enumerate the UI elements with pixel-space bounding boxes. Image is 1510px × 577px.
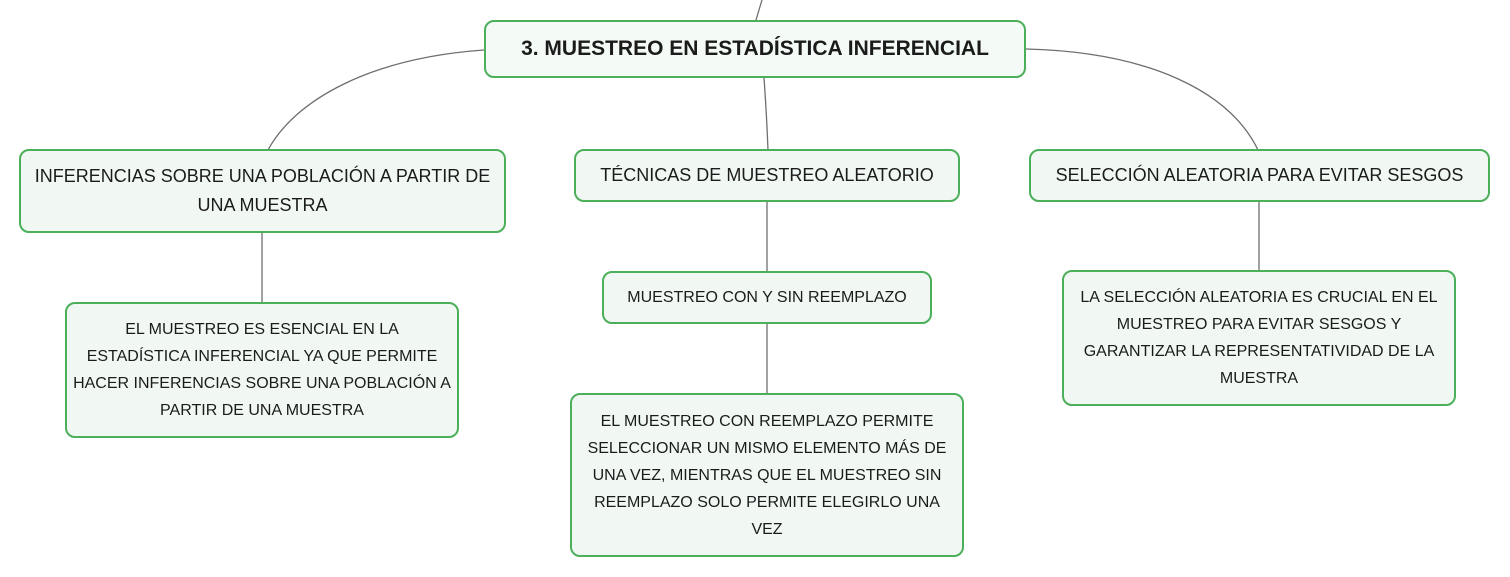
detail-seleccion-aleatoria-label: LA SELECCIÓN ALEATORIA ES CRUCIAL EN EL … bbox=[1080, 289, 1438, 387]
branch-seleccion-aleatoria-label: SELECCIÓN ALEATORIA PARA EVITAR SESGOS bbox=[1055, 165, 1464, 185]
root-topic-label: 3. MUESTREO EN ESTADÍSTICA INFERENCIAL bbox=[521, 37, 989, 60]
detail-inferencias[interactable]: EL MUESTREO ES ESENCIAL EN LA ESTADÍSTIC… bbox=[65, 302, 459, 438]
root-topic[interactable]: 3. MUESTREO EN ESTADÍSTICA INFERENCIAL bbox=[484, 20, 1026, 78]
branch-inferencias[interactable]: INFERENCIAS SOBRE UNA POBLACIÓN A PARTIR… bbox=[19, 149, 506, 233]
subtopic-con-sin-reemplazo-label: MUESTREO CON Y SIN REEMPLAZO bbox=[627, 289, 907, 306]
branch-tecnicas-muestreo[interactable]: TÉCNICAS DE MUESTREO ALEATORIO bbox=[574, 149, 960, 202]
detail-reemplazo-label: EL MUESTREO CON REEMPLAZO PERMITE SELECC… bbox=[587, 412, 947, 538]
connector-root-to-branch-1 bbox=[267, 49, 485, 151]
connector-top-incoming bbox=[755, 0, 763, 21]
detail-reemplazo[interactable]: EL MUESTREO CON REEMPLAZO PERMITE SELECC… bbox=[570, 393, 964, 557]
branch-inferencias-label: INFERENCIAS SOBRE UNA POBLACIÓN A PARTIR… bbox=[34, 166, 491, 215]
branch-tecnicas-muestreo-label: TÉCNICAS DE MUESTREO ALEATORIO bbox=[600, 165, 934, 185]
connector-root-to-branch-2 bbox=[763, 77, 769, 151]
branch-seleccion-aleatoria[interactable]: SELECCIÓN ALEATORIA PARA EVITAR SESGOS bbox=[1029, 149, 1490, 202]
connector-root-to-branch-3 bbox=[1025, 48, 1259, 151]
detail-seleccion-aleatoria[interactable]: LA SELECCIÓN ALEATORIA ES CRUCIAL EN EL … bbox=[1062, 270, 1456, 406]
detail-inferencias-label: EL MUESTREO ES ESENCIAL EN LA ESTADÍSTIC… bbox=[73, 321, 451, 419]
subtopic-con-sin-reemplazo[interactable]: MUESTREO CON Y SIN REEMPLAZO bbox=[602, 271, 932, 324]
